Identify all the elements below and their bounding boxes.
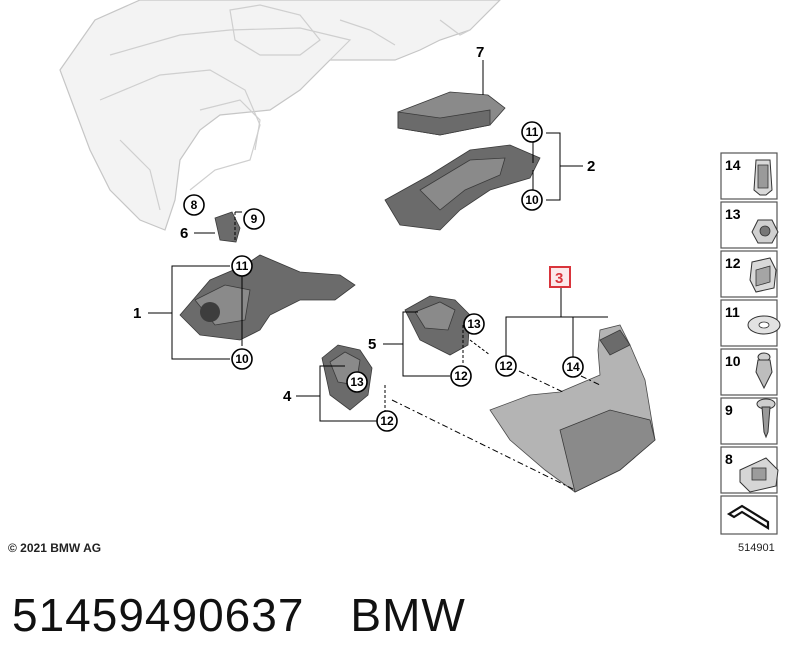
part-3-trim-panel xyxy=(489,324,656,493)
svg-text:12: 12 xyxy=(380,414,394,428)
circle-callout-10-left: 10 xyxy=(231,348,253,370)
svg-text:10: 10 xyxy=(525,193,539,207)
circle-callout-10-top: 10 xyxy=(521,189,543,211)
part-7-cover xyxy=(397,91,506,136)
brand-name: BMW xyxy=(350,589,466,641)
svg-text:10: 10 xyxy=(725,353,741,369)
circle-callout-13-part4: 13 xyxy=(346,371,368,393)
svg-text:12: 12 xyxy=(499,359,513,373)
circle-callout-8: 8 xyxy=(183,194,205,216)
part-2-bracket xyxy=(384,144,541,231)
sheet-nut-icon xyxy=(739,457,779,493)
direction-arrow-icon xyxy=(726,504,770,530)
copyright-text: © 2021 BMW AG xyxy=(8,541,102,555)
svg-text:13: 13 xyxy=(725,206,741,222)
circle-callout-11-top: 11 xyxy=(521,121,543,143)
svg-text:14: 14 xyxy=(566,360,580,374)
circle-callout-9: 9 xyxy=(243,208,265,230)
dashboard-ghost xyxy=(59,0,501,231)
svg-text:11: 11 xyxy=(526,125,539,139)
legend-arrow-box xyxy=(720,495,778,535)
legend-item-12: 12 xyxy=(720,250,778,298)
spring-clip-icon xyxy=(753,159,773,196)
washer-icon xyxy=(747,315,781,335)
hex-nut-icon xyxy=(751,219,779,244)
label-2: 2 xyxy=(587,158,595,175)
part-number-line: 51459490637 BMW xyxy=(12,588,466,642)
svg-text:9: 9 xyxy=(251,212,258,226)
svg-text:9: 9 xyxy=(725,402,733,418)
svg-text:3: 3 xyxy=(555,270,563,287)
legend-item-8: 8 xyxy=(720,446,779,494)
circle-callout-12-part5: 12 xyxy=(450,365,472,387)
label-5: 5 xyxy=(368,336,376,353)
legend-item-13: 13 xyxy=(720,201,779,249)
svg-text:12: 12 xyxy=(454,369,468,383)
fastener-legend: 14 13 12 11 xyxy=(720,152,781,535)
legend-item-14: 14 xyxy=(720,152,778,200)
circle-callout-13-part5: 13 xyxy=(463,313,485,335)
part-6-bracket xyxy=(214,211,241,243)
expanding-rivet-icon xyxy=(755,352,773,390)
diagram-id: 514901 xyxy=(738,542,775,554)
screw-icon xyxy=(756,398,776,439)
part-1-carrier xyxy=(179,254,356,341)
label-1: 1 xyxy=(133,305,141,322)
svg-text:11: 11 xyxy=(236,259,249,273)
part-5-bracket xyxy=(404,295,471,356)
leader-lines xyxy=(148,60,608,491)
legend-item-10: 10 xyxy=(720,348,778,396)
highlight-label-3: 3 xyxy=(549,266,571,288)
svg-text:13: 13 xyxy=(467,317,481,331)
label-4: 4 xyxy=(283,388,292,405)
svg-text:14: 14 xyxy=(725,157,741,173)
legend-item-11: 11 xyxy=(720,299,781,347)
svg-text:11: 11 xyxy=(725,304,740,320)
svg-text:8: 8 xyxy=(191,198,198,212)
part-number: 51459490637 xyxy=(12,589,305,641)
circle-callout-12-part3: 12 xyxy=(495,355,517,377)
label-6: 6 xyxy=(180,225,188,242)
svg-text:10: 10 xyxy=(235,352,249,366)
label-7: 7 xyxy=(476,44,484,61)
circle-callout-14-part3: 14 xyxy=(562,356,584,378)
circle-callout-11-left: 11 xyxy=(231,255,253,277)
clip-nut-icon xyxy=(749,257,777,293)
svg-text:8: 8 xyxy=(725,451,733,467)
circle-callout-12-part4: 12 xyxy=(376,410,398,432)
svg-text:13: 13 xyxy=(350,375,364,389)
svg-text:12: 12 xyxy=(725,255,741,271)
legend-item-9: 9 xyxy=(720,397,778,445)
